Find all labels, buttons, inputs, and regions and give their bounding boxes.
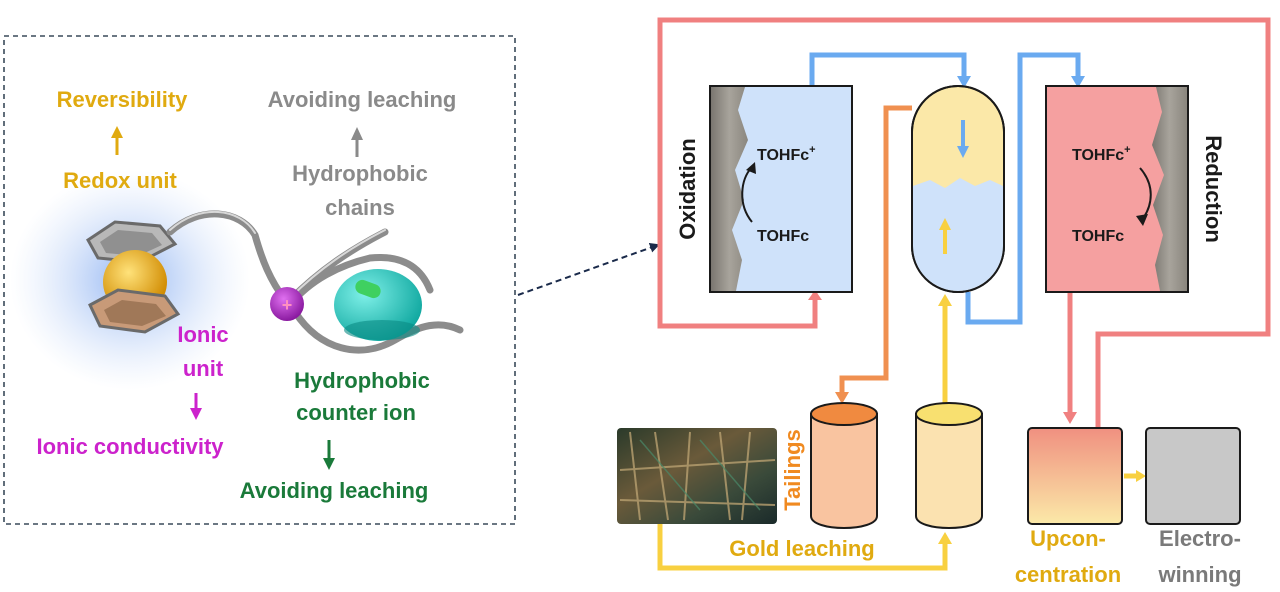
ox-reactant-label: TOHFc: [757, 228, 809, 245]
upcon-label-2: centration: [1015, 562, 1121, 587]
yellow-arrow-head-1: [938, 294, 952, 306]
red-reactant-label: TOHFc+: [1072, 144, 1131, 164]
gold-leaching-label: Gold leaching: [729, 536, 874, 561]
red-curved-arrow-head: [1136, 214, 1148, 226]
ox-product-label: TOHFc+: [757, 144, 816, 164]
yellow-arrow-head-2: [938, 532, 952, 544]
zoom-connector: [517, 242, 660, 296]
reduction-cell: [1045, 85, 1189, 293]
hydrophobic-chains-label-1: Hydrophobic: [292, 161, 428, 186]
orange-flow-loop: [839, 105, 912, 398]
counter-down-arrow-head: [323, 458, 335, 470]
leach-tank: [915, 402, 983, 529]
ferrocene-molecule: [86, 220, 181, 334]
electro-label-2: winning: [1157, 562, 1241, 587]
plus-sign: +: [282, 295, 293, 315]
red-arrow-head-2: [1063, 412, 1077, 424]
blue-arrow-head-1: [957, 76, 971, 88]
oxidation-label: Oxidation: [675, 138, 700, 239]
upcon-label-1: Upcon-: [1030, 526, 1106, 551]
redox-up-arrow-head: [111, 126, 123, 138]
ionic-unit-label-1: Ionic: [177, 322, 228, 347]
ionic-unit-bead: [270, 287, 304, 321]
red-flow-loop: [657, 17, 1271, 430]
yellow-arrow-head-3: [1136, 470, 1146, 482]
tailings-label: Tailings: [780, 429, 805, 511]
ore-sample-image: [617, 428, 777, 524]
oxidation-cell: [709, 85, 853, 293]
orange-arrow-head: [835, 392, 849, 404]
tailings-tank: [810, 402, 878, 529]
electro-label-1: Electro-: [1159, 526, 1241, 551]
counter-ion-label-2: counter ion: [296, 400, 416, 425]
electrowinning-unit: [1145, 427, 1241, 525]
hydrophobic-chains-label-2: chains: [325, 195, 395, 220]
blue-flow-loop: [809, 52, 1081, 325]
ionic-unit-label-2: unit: [183, 356, 224, 381]
reversibility-label: Reversibility: [57, 87, 189, 112]
hydrophobic-chain-strands: [166, 210, 464, 354]
avoiding-leaching-top-label: Avoiding leaching: [268, 87, 457, 112]
ionic-down-arrow-head: [190, 408, 202, 420]
reduction-label: Reduction: [1201, 135, 1226, 243]
avoiding-leaching-bottom-label: Avoiding leaching: [240, 478, 429, 503]
ionic-conductivity-label: Ionic conductivity: [36, 434, 224, 459]
extraction-vessel: [911, 85, 1005, 293]
red-product-label: TOHFc: [1072, 228, 1124, 245]
blue-arrow-head-2: [1071, 76, 1085, 88]
redox-unit-label: Redox unit: [63, 168, 177, 193]
upconcentration-unit: [1027, 427, 1123, 525]
chains-up-arrow-head: [351, 127, 363, 140]
ox-curved-arrow-head: [746, 162, 756, 174]
counter-ion-label-1: Hydrophobic: [294, 368, 430, 393]
counter-ion-molecule: [334, 269, 422, 341]
red-arrow-head-1: [808, 290, 822, 300]
